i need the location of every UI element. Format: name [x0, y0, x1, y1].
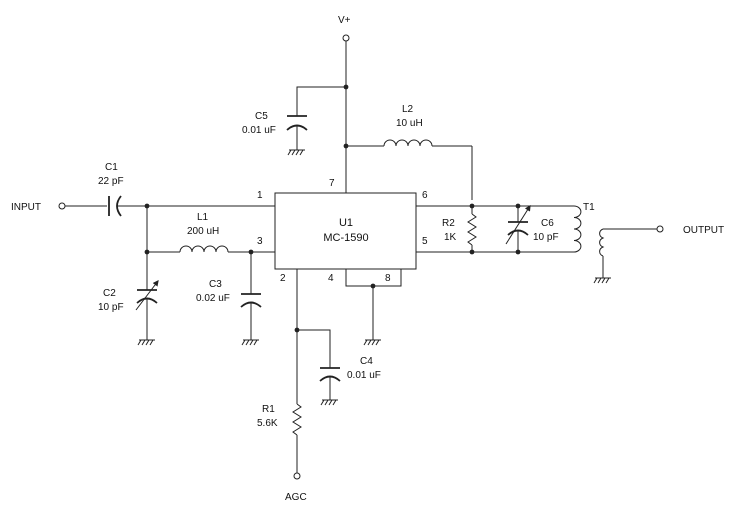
c6-value-label: 10 pF	[533, 232, 559, 243]
supply-label: V+	[338, 15, 351, 26]
c4-ref-label: C4	[360, 356, 373, 367]
r1-value-label: 5.6K	[257, 418, 278, 429]
agc-branch	[294, 269, 300, 404]
input-terminal-group: INPUT	[11, 202, 107, 213]
c1-value-label: 22 pF	[98, 176, 124, 187]
pins-4-8-ground	[345, 269, 402, 346]
t1-ref-label: T1	[583, 202, 595, 213]
c3-ref-label: C3	[209, 279, 222, 290]
pin-7-label: 7	[329, 178, 335, 189]
input-label: INPUT	[11, 202, 41, 213]
c5-ref-label: C5	[255, 111, 268, 122]
l1-ref-label: L1	[197, 212, 209, 223]
c6-ref-label: C6	[541, 218, 554, 229]
input-terminal	[58, 202, 66, 210]
c3-value-label: 0.02 uF	[196, 293, 230, 304]
l2-ref-label: L2	[402, 104, 414, 115]
inductor-l1: L1 200 uH	[147, 212, 275, 255]
ground-symbol	[593, 277, 611, 284]
pin-3-label: 3	[257, 236, 263, 247]
c2-value-label: 10 pF	[98, 302, 124, 313]
ground-symbol	[320, 399, 338, 406]
l1-value-label: 200 uH	[187, 226, 219, 237]
ic-ref-label: U1	[339, 217, 353, 229]
inductor-l2: L2 10 uH	[346, 104, 473, 200]
output-tank-rails	[416, 203, 574, 255]
ground-symbol	[363, 339, 381, 346]
pin-1-label: 1	[257, 190, 263, 201]
agc-terminal	[293, 472, 301, 480]
capacitor-c5: C5 0.01 uF	[242, 86, 346, 156]
ic-part-label: MC-1590	[323, 232, 368, 244]
capacitor-c6-variable: C6 10 pF	[505, 204, 559, 252]
transformer-t1: T1	[573, 202, 657, 284]
ground-symbol	[241, 339, 259, 346]
pin-6-label: 6	[422, 190, 428, 201]
c1-ref-label: C1	[105, 162, 118, 173]
capacitor-c2-variable: C2 10 pF	[98, 252, 159, 346]
c2-ref-label: C2	[103, 288, 116, 299]
capacitor-c3: C3 0.02 uF	[196, 252, 262, 346]
capacitor-c1: C1 22 pF	[98, 162, 275, 217]
agc-terminal-group: AGC	[285, 472, 307, 503]
c5-value-label: 0.01 uF	[242, 125, 276, 136]
r2-ref-label: R2	[442, 218, 455, 229]
pin-2-label: 2	[280, 273, 286, 284]
agc-label: AGC	[285, 492, 307, 503]
r1-ref-label: R1	[262, 404, 275, 415]
resistor-r1: R1 5.6K	[257, 403, 302, 473]
ic-u1: U1 MC-1590	[274, 192, 417, 270]
pin-5-label: 5	[422, 236, 428, 247]
pin-4-label: 4	[328, 273, 334, 284]
capacitor-c4: C4 0.01 uF	[297, 329, 381, 406]
ground-symbol	[287, 149, 305, 156]
output-terminal	[656, 225, 664, 233]
output-label: OUTPUT	[683, 225, 724, 236]
c4-value-label: 0.01 uF	[347, 370, 381, 381]
pin-8-label: 8	[385, 273, 391, 284]
resistor-r2: R2 1K	[442, 206, 477, 252]
l2-value-label: 10 uH	[396, 118, 423, 129]
ground-symbol	[137, 339, 155, 346]
r2-value-label: 1K	[444, 232, 457, 243]
supply-vplus: V+	[338, 15, 351, 193]
supply-terminal	[342, 34, 350, 42]
output-terminal-group: OUTPUT	[656, 225, 724, 236]
